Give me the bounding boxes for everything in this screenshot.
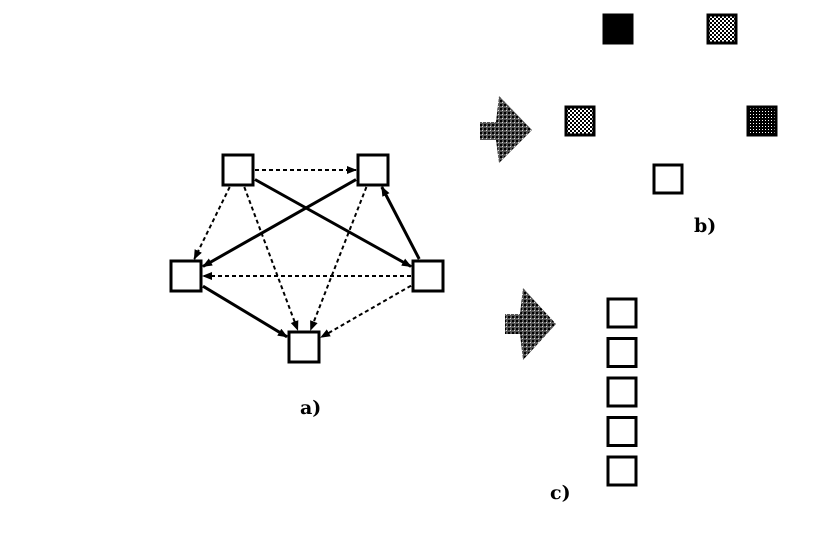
graph-node (287, 330, 321, 364)
stacked-block (606, 297, 638, 329)
stacked-block (606, 416, 638, 447)
graph-nodes (169, 153, 445, 364)
block-empty (652, 163, 684, 195)
graph-edge-solid (202, 178, 357, 268)
colored-blocks (564, 13, 778, 195)
stacked-block (606, 455, 638, 487)
block-solid (602, 13, 634, 45)
block-crosshatch (706, 13, 738, 45)
graph-edge-solid (380, 186, 421, 260)
graph-edge-solid (202, 284, 288, 339)
stacked-block (606, 376, 638, 408)
graph-edge-dashed (243, 186, 299, 331)
stacked-block (606, 337, 638, 368)
transition-arrow-icon (505, 288, 556, 360)
caption-c: c) (550, 482, 571, 504)
block-dense (746, 105, 778, 137)
graph-edges (193, 166, 421, 339)
graph-edge-solid (254, 178, 412, 268)
panel-a-graph (169, 153, 445, 364)
graph-node (356, 153, 390, 187)
graph-edge-dashed (309, 186, 368, 331)
block-crosshatch (564, 105, 596, 137)
caption-a: a) (300, 397, 322, 419)
graph-node (411, 259, 445, 293)
panel-b-arrangement (480, 13, 778, 195)
graph-node (169, 259, 203, 293)
stacked-blocks (606, 297, 638, 487)
graph-edge-dashed (320, 284, 412, 339)
caption-b: b) (694, 215, 717, 237)
panel-c-stack (505, 288, 638, 487)
graph-node (221, 153, 255, 187)
graph-edge-dashed (193, 186, 231, 260)
transition-arrow-icon (480, 96, 532, 163)
